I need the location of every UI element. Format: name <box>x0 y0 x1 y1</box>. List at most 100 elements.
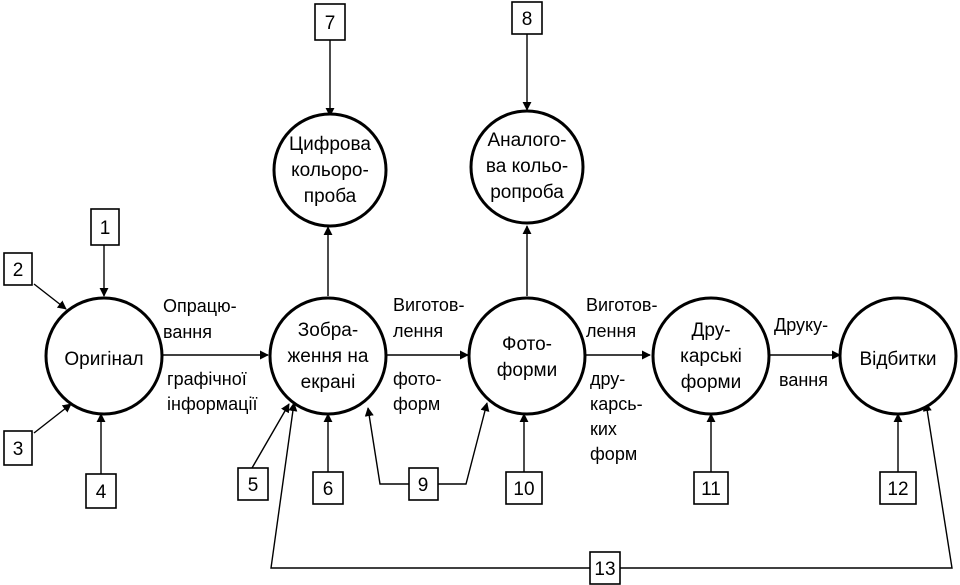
svg-text:форм: форм <box>590 444 637 464</box>
node-screen-image-line-3: екрані <box>301 372 356 393</box>
svg-text:карські: карські <box>680 346 742 367</box>
box-7: 7 <box>314 3 346 41</box>
box-1: 1 <box>90 208 120 246</box>
box-13-label: 13 <box>594 559 615 580</box>
svg-text:Цифрова: Цифрова <box>289 134 371 155</box>
edge-label-printforms-line-6: форм <box>590 444 637 464</box>
svg-text:проба: проба <box>304 186 357 207</box>
node-screen-image-line-1: Зобра- <box>298 320 358 341</box>
edge-label-printforms-making: Виготов- лення дру- карсь- ких форм <box>586 295 657 464</box>
node-analog-proof-line-2: ва кольо- <box>486 156 568 177</box>
node-original-label: Оригінал <box>64 349 143 370</box>
edge-label-photoforms-making: Виготов- лення фото- форм <box>393 295 464 414</box>
box-12-label: 12 <box>887 479 908 500</box>
edge-label-photoforms-line-4: форм <box>393 394 440 414</box>
edge-label-photoforms-line-1: Виготов- <box>393 295 464 315</box>
edge-label-processing: Опрацю- вання графічної інформації <box>163 296 257 414</box>
edge-label-photoforms-line-2: лення <box>393 321 443 341</box>
svg-text:лення: лення <box>393 321 443 341</box>
arrow-2 <box>33 283 67 310</box>
edge-label-printforms-line-1: Виготов- <box>586 295 657 315</box>
svg-text:ропроба: ропроба <box>490 182 564 203</box>
node-print-forms: Дру- карські форми <box>651 296 771 416</box>
arrow-13-right <box>620 402 953 569</box>
node-analog-proof-line-1: Аналого- <box>487 130 566 151</box>
svg-text:Опрацю-: Опрацю- <box>163 296 237 316</box>
node-screen-image: Зобра- ження на екрані <box>268 296 388 416</box>
node-print-forms-line-1: Дру- <box>691 320 730 341</box>
node-photo-forms: Фото- форми <box>467 296 587 416</box>
edge-label-processing-line-3: графічної <box>167 369 247 389</box>
box-4-label: 4 <box>96 482 107 503</box>
box-10-label: 10 <box>513 479 534 500</box>
svg-text:Зобра-: Зобра- <box>298 320 358 341</box>
node-photo-forms-line-2: форми <box>497 360 557 381</box>
node-digital-proof-line-2: кольоро- <box>291 160 369 181</box>
box-3-label: 3 <box>13 439 24 460</box>
edge-label-processing-line-1: Опрацю- <box>163 296 237 316</box>
node-analog-proof-line-3: ропроба <box>490 182 564 203</box>
svg-text:Друку-: Друку- <box>774 315 828 335</box>
svg-text:карсь-: карсь- <box>590 394 643 414</box>
svg-text:Фото-: Фото- <box>502 334 552 355</box>
node-digital-proof: Цифрова кольоро- проба <box>272 112 388 228</box>
box-6: 6 <box>312 471 344 505</box>
node-original: Оригінал <box>44 296 164 416</box>
svg-text:Виготов-: Виготов- <box>586 295 657 315</box>
svg-text:Оригінал: Оригінал <box>64 349 143 370</box>
box-9-label: 9 <box>418 475 429 496</box>
box-5-label: 5 <box>248 475 259 496</box>
svg-text:лення: лення <box>586 321 636 341</box>
svg-text:Відбитки: Відбитки <box>859 349 936 370</box>
box-12: 12 <box>879 471 917 505</box>
svg-text:форм: форм <box>393 394 440 414</box>
arrow-3 <box>33 403 72 434</box>
node-digital-proof-line-3: проба <box>304 186 357 207</box>
box-8: 8 <box>511 1 543 35</box>
node-prints: Відбитки <box>838 296 958 416</box>
svg-text:Аналого-: Аналого- <box>487 130 566 151</box>
svg-text:кольоро-: кольоро- <box>291 160 369 181</box>
box-11-label: 11 <box>701 479 721 500</box>
svg-text:ження на: ження на <box>288 346 369 367</box>
svg-text:форми: форми <box>681 372 741 393</box>
edge-label-printforms-line-4: карсь- <box>590 394 643 414</box>
edge-label-printing: Друку- вання <box>774 315 828 390</box>
svg-text:форми: форми <box>497 360 557 381</box>
node-print-forms-line-3: форми <box>681 372 741 393</box>
box-10: 10 <box>505 471 543 505</box>
node-print-forms-line-2: карські <box>680 346 742 367</box>
svg-text:фото-: фото- <box>393 369 441 389</box>
node-photo-forms-line-1: Фото- <box>502 334 552 355</box>
box-7-label: 7 <box>325 13 336 34</box>
edge-label-printforms-line-3: дру- <box>590 369 625 389</box>
edge-label-printing-line-2: вання <box>779 370 828 390</box>
edge-label-processing-line-4: інформації <box>167 394 257 414</box>
box-3: 3 <box>3 430 33 466</box>
svg-text:ких: ких <box>590 419 617 439</box>
arrow-9-right <box>438 402 490 485</box>
svg-text:екрані: екрані <box>301 372 356 393</box>
svg-text:графічної: графічної <box>167 369 247 389</box>
node-digital-proof-line-1: Цифрова <box>289 134 371 155</box>
box-2-label: 2 <box>13 260 24 281</box>
edge-label-printforms-line-5: ких <box>590 419 617 439</box>
box-4: 4 <box>85 473 117 509</box>
node-prints-label: Відбитки <box>859 349 936 370</box>
arrow-13-left <box>270 402 590 569</box>
svg-text:ва кольо-: ва кольо- <box>486 156 568 177</box>
arrow-9-left <box>364 407 409 485</box>
svg-text:Виготов-: Виготов- <box>393 295 464 315</box>
svg-text:Дру-: Дру- <box>691 320 730 341</box>
svg-text:дру-: дру- <box>590 369 625 389</box>
box-2: 2 <box>3 252 33 286</box>
box-1-label: 1 <box>100 218 111 239</box>
svg-text:інформації: інформації <box>167 394 257 414</box>
box-8-label: 8 <box>522 9 533 30</box>
edge-label-processing-line-2: вання <box>163 322 212 342</box>
box-13: 13 <box>589 551 621 585</box>
node-analog-proof: Аналого- ва кольо- ропроба <box>469 109 585 225</box>
edge-label-printforms-line-2: лення <box>586 321 636 341</box>
arrow-5 <box>251 403 290 469</box>
